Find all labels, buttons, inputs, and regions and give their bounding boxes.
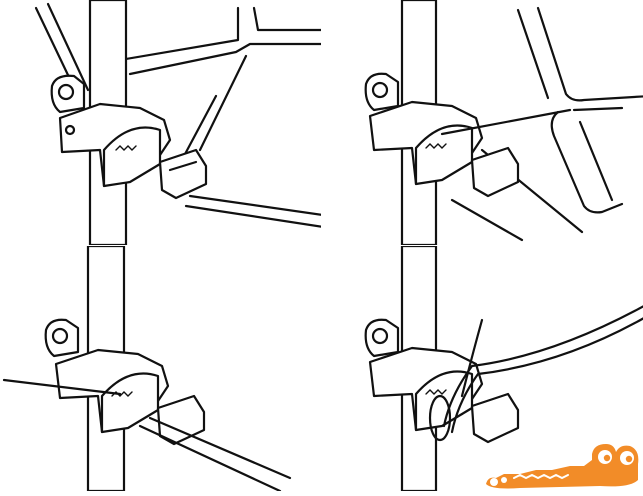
worm-mascot-icon [486, 444, 639, 489]
hex-key-inserted-clamp-icon [364, 0, 643, 245]
step-panel-3 [0, 246, 321, 491]
step-panel-4 [322, 246, 643, 491]
hex-key-tightening-clamp-icon [34, 0, 321, 245]
step-panel-2 [322, 0, 643, 245]
worm-mascot-logo [480, 440, 643, 491]
cable-wrapped-around-clamp-icon [364, 246, 643, 491]
hex-key-side-insert-icon [2, 246, 292, 491]
step-panel-1 [0, 0, 321, 245]
